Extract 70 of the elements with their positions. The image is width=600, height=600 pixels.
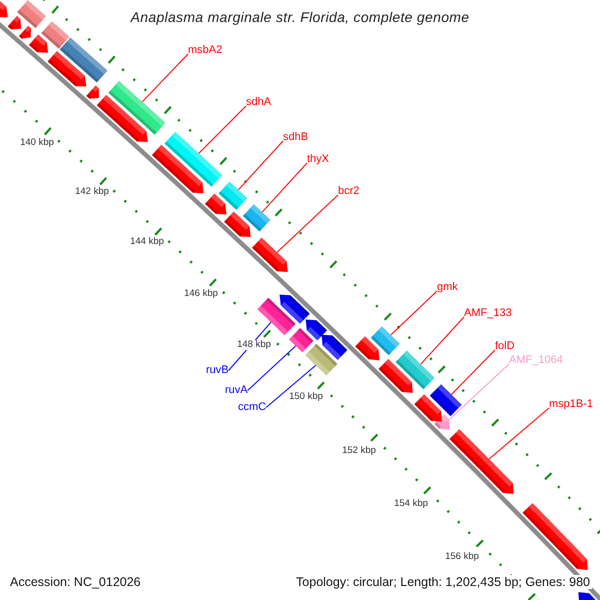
- gene-label: sdhB: [283, 132, 308, 143]
- gene-band: [242, 204, 270, 232]
- scale-label: 154 kbp: [393, 499, 429, 509]
- gene-feature: [86, 86, 99, 99]
- scale-label: 150 kbp: [288, 392, 324, 402]
- map-title: Anaplasma marginale str. Florida, complete genome: [128, 9, 472, 25]
- gene-feature: [18, 26, 31, 39]
- gene-label: sdhA: [246, 97, 272, 108]
- gene-label: AMF_1064: [509, 355, 563, 366]
- gene-band: [17, 0, 46, 28]
- gene-feature: [449, 429, 514, 494]
- scale-label: 148 kbp: [236, 340, 272, 350]
- gene-feature: [96, 94, 148, 142]
- gene-label: AMF_133: [464, 308, 512, 319]
- gene-band: [218, 182, 248, 210]
- leader-line: [198, 106, 246, 154]
- gene-feature: [224, 212, 251, 237]
- gene-band: [430, 384, 462, 416]
- gene-band: [305, 344, 338, 376]
- gene-feature: [378, 359, 413, 393]
- leader-line: [142, 54, 188, 102]
- gene-feature: [48, 51, 86, 86]
- gene-label: ccmC: [238, 402, 266, 413]
- leader-line: [420, 316, 464, 365]
- gene-feature: [414, 394, 442, 422]
- gene-label: gmk: [437, 282, 458, 293]
- gene-label: msbA2: [188, 45, 222, 56]
- scale-label: 140 kbp: [19, 138, 55, 148]
- gene-label: ruvA: [225, 385, 248, 396]
- gene-feature: [252, 238, 288, 272]
- leader-line: [488, 408, 550, 460]
- scale-label: 156 kbp: [444, 552, 480, 562]
- leader-line: [450, 350, 496, 395]
- scale-label: 142 kbp: [74, 187, 110, 197]
- leader-line: [238, 140, 284, 190]
- gene-feature: [8, 16, 22, 30]
- gene-feature: [434, 414, 450, 430]
- gene-band: [396, 350, 435, 390]
- gene-band: [289, 328, 314, 352]
- gene-label: ruvB: [206, 365, 229, 376]
- gene-feature: [28, 34, 48, 53]
- gene-band: [108, 80, 166, 135]
- scale-label: 152 kbp: [341, 446, 377, 456]
- gene-band: [41, 21, 70, 49]
- gene-label: folD: [495, 341, 515, 352]
- leader-line: [262, 162, 308, 213]
- gene-label: bcr2: [338, 186, 360, 197]
- gene-feature: [152, 144, 204, 194]
- gene-label: thyX: [307, 154, 330, 165]
- genome-summary-text: Topology: circular; Length: 1,202,435 bp; Genes: 980: [294, 575, 592, 589]
- gene-feature: [306, 320, 328, 340]
- leader-line: [449, 364, 510, 420]
- gene-label: msp1B-1: [549, 399, 594, 410]
- gene-feature: [522, 503, 588, 570]
- gene-band: [257, 298, 296, 336]
- gene-feature: [0, 0, 8, 18]
- gene-feature: [355, 336, 380, 360]
- gene-feature: [204, 194, 226, 214]
- leader-line: [247, 345, 296, 391]
- leader-line: [390, 290, 438, 336]
- gene-band: [164, 132, 222, 187]
- gene-feature: [322, 334, 348, 360]
- leader-line: [276, 194, 338, 253]
- gene-band: [60, 38, 108, 82]
- gene-band: [370, 326, 400, 356]
- scale-label: 144 kbp: [129, 237, 165, 247]
- leader-line: [266, 364, 316, 408]
- gene-feature: [280, 294, 310, 324]
- accession-text: Accession: NC_012026: [8, 575, 143, 589]
- scale-label: 146 kbp: [183, 289, 219, 299]
